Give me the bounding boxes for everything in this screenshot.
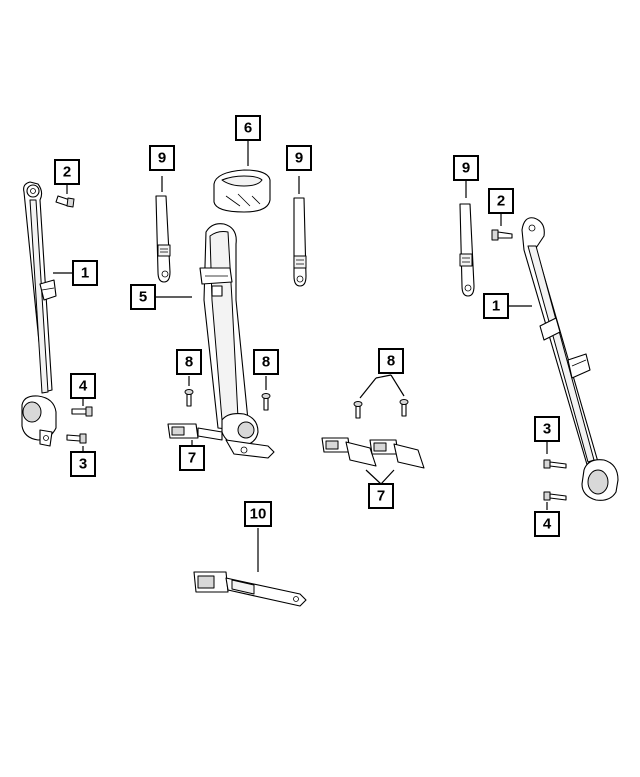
left-bolt-4 [71, 406, 93, 417]
callout-3-left: 3 [70, 451, 96, 477]
callout-label: 1 [492, 298, 500, 315]
callout-label: 3 [79, 456, 87, 473]
callout-label: 1 [81, 265, 89, 282]
callout-label: 9 [462, 160, 470, 177]
callout-9-left: 9 [149, 145, 175, 171]
callout-3-right: 3 [534, 416, 560, 442]
callout-label: 2 [63, 164, 71, 181]
callout-label: 2 [497, 193, 505, 210]
right-seat-belt-assembly [521, 217, 619, 501]
buckle-pair-7-right [321, 437, 425, 469]
callout-1-left: 1 [72, 260, 98, 286]
callout-7-right: 7 [368, 483, 394, 509]
callout-label: 9 [158, 150, 166, 167]
callout-9-center: 9 [286, 145, 312, 171]
callout-2-right: 2 [488, 188, 514, 214]
center-buckle-left [167, 423, 223, 441]
right-bolt-3 [543, 459, 567, 469]
callout-7-left: 7 [179, 445, 205, 471]
callout-8-right: 8 [378, 348, 404, 374]
callout-label: 4 [543, 516, 552, 533]
callout-label: 8 [387, 353, 395, 370]
callout-10: 10 [244, 501, 272, 527]
left-belt-guide-strap [155, 195, 171, 283]
callout-label: 5 [139, 289, 147, 306]
callout-9-right: 9 [453, 155, 479, 181]
bolt-8-left [184, 389, 194, 407]
leader-lines [53, 140, 548, 572]
bolt-8-center [261, 393, 271, 411]
lap-belt-buckle [193, 571, 307, 607]
center-seat-belt-assembly [199, 223, 275, 459]
callout-1-right: 1 [483, 293, 509, 319]
callout-label: 8 [185, 354, 193, 371]
left-seat-belt-assembly [21, 181, 57, 447]
belt-bezel-cover [213, 169, 271, 213]
callout-4-left: 4 [70, 373, 96, 399]
callout-2-left: 2 [54, 159, 80, 185]
callout-label: 3 [543, 421, 551, 438]
left-upper-anchor-bolt [55, 195, 75, 208]
right-bolt-4 [543, 491, 567, 501]
callout-label: 7 [377, 488, 385, 505]
callout-4-right: 4 [534, 511, 560, 537]
right-belt-guide-strap [459, 203, 475, 297]
callout-label: 10 [250, 506, 267, 523]
callout-5: 5 [130, 284, 156, 310]
callout-8-left: 8 [176, 349, 202, 375]
left-bolt-3 [66, 433, 87, 444]
bolt-pair-8-right [353, 399, 409, 419]
callout-label: 6 [244, 120, 252, 137]
callout-6: 6 [235, 115, 261, 141]
callout-8-center: 8 [253, 349, 279, 375]
callout-label: 4 [79, 378, 88, 395]
right-upper-anchor-bolt [491, 229, 513, 241]
callout-label: 9 [295, 150, 303, 167]
callout-label: 7 [188, 450, 196, 467]
callout-label: 8 [262, 354, 270, 371]
center-belt-guide-strap [293, 197, 307, 287]
